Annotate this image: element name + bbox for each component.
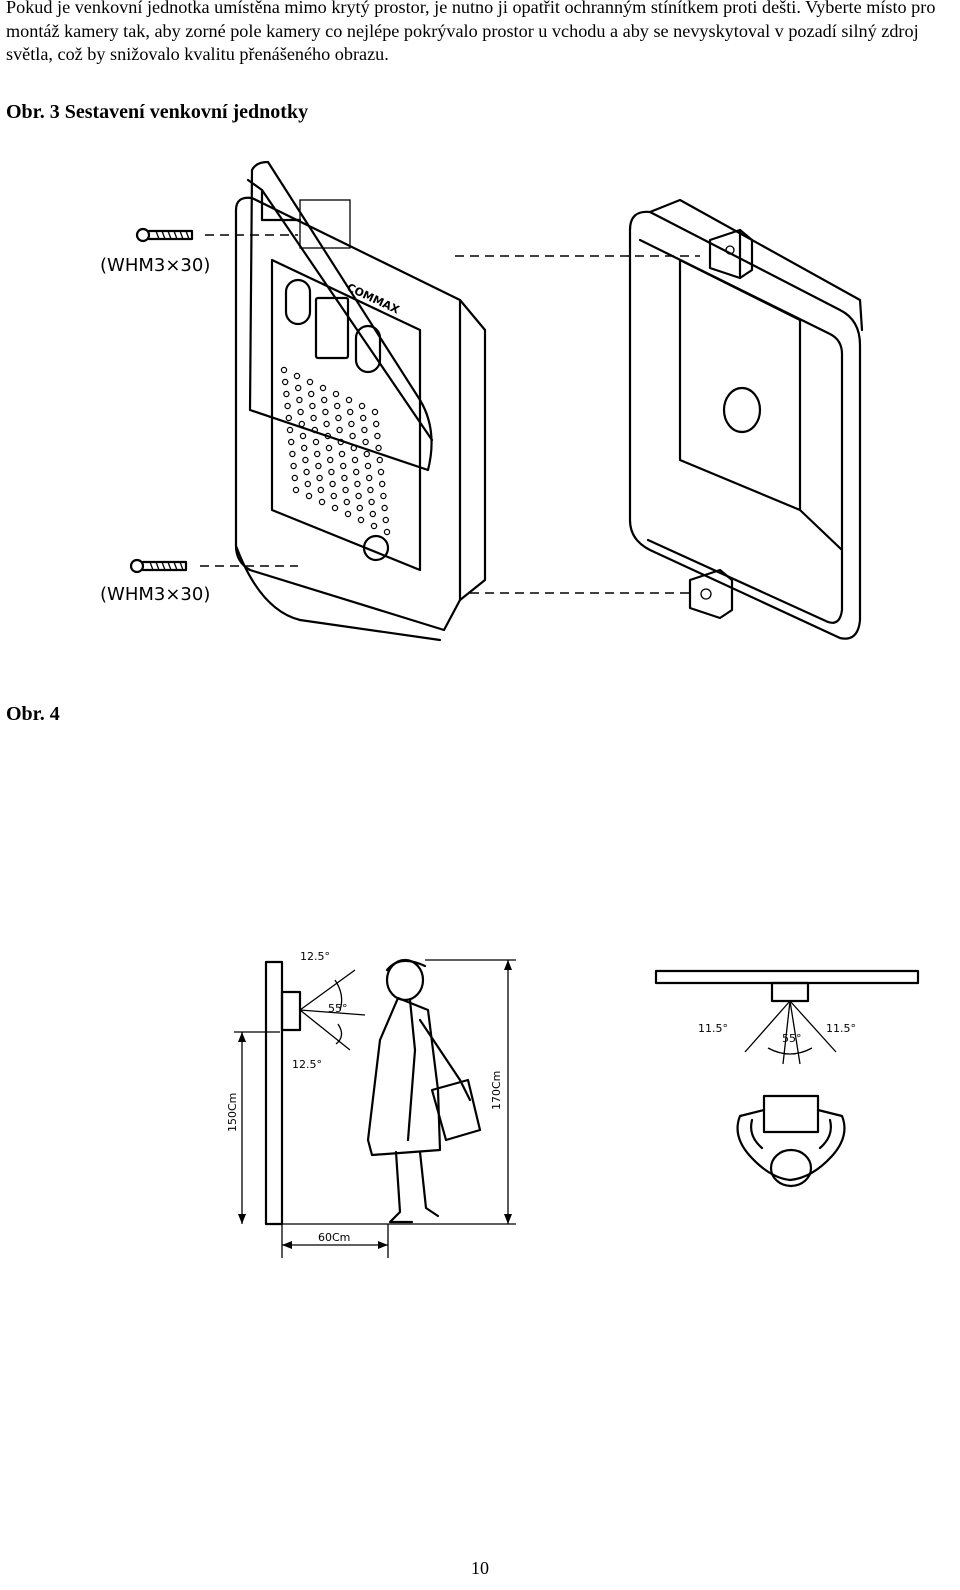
angle-lower-label: 12.5° xyxy=(292,1058,322,1071)
shopping-bag xyxy=(430,1078,482,1142)
screw-bottom xyxy=(129,558,298,574)
figure-4-caption: Obr. 4 xyxy=(6,703,60,725)
screw-top xyxy=(135,227,298,243)
page-number: 10 xyxy=(471,1558,489,1578)
speaker-grille xyxy=(280,366,391,536)
angle-top-view-label: 55° xyxy=(782,1032,802,1045)
camera-top-view xyxy=(770,981,810,1003)
rain-shield-box xyxy=(628,198,864,640)
height-person-label: 170Cm xyxy=(490,1071,503,1110)
person-top-view xyxy=(736,1094,846,1188)
distance-label: 60Cm xyxy=(318,1231,350,1244)
figure-3-caption: Obr. 3 Sestavení venkovní jednotky xyxy=(6,101,309,123)
height-camera-label: 150Cm xyxy=(226,1093,239,1132)
figure-3-drawing: (WHM3×30) (WHM3×30) COMMAX xyxy=(100,160,864,642)
intro-paragraph: Pokud je venkovní jednotka umístěna mimo… xyxy=(6,0,936,65)
angle-right-label: 11.5° xyxy=(826,1022,856,1035)
outdoor-unit: COMMAX xyxy=(234,160,487,642)
screw-label-bottom: (WHM3×30) xyxy=(100,584,210,605)
wall-top-view xyxy=(654,969,920,985)
top-view: 11.5° 55° 11.5° xyxy=(654,969,920,1188)
screw-label-top: (WHM3×30) xyxy=(100,255,210,276)
side-view: 12.5° 55° 12.5° 150Cm 170Cm 60C xyxy=(226,950,516,1258)
person-figure xyxy=(366,958,482,1224)
angle-view-label: 55° xyxy=(328,1002,348,1015)
angle-left-label: 11.5° xyxy=(698,1022,728,1035)
angle-upper-label: 12.5° xyxy=(300,950,330,963)
figure-4-drawing: 12.5° 55° 12.5° 150Cm 170Cm 60C xyxy=(226,950,920,1258)
wall xyxy=(264,960,284,1226)
camera-unit xyxy=(280,990,302,1032)
